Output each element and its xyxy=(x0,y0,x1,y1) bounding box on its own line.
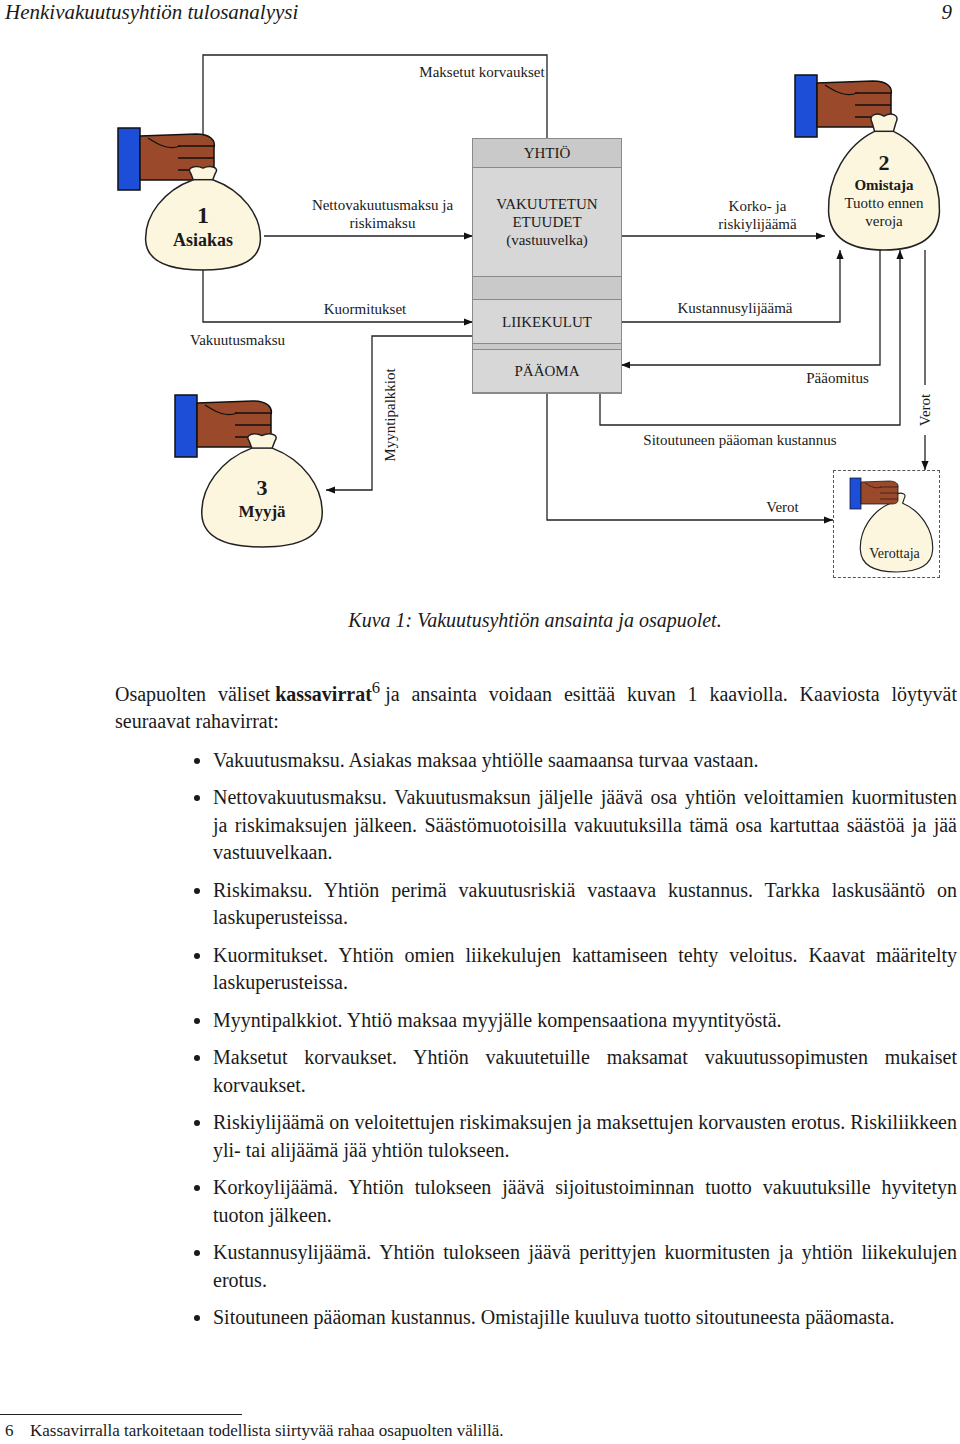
bag-tie xyxy=(193,179,213,181)
footnote-text: Kassavirralla tarkoitetaan todellista si… xyxy=(30,1420,503,1442)
bag-outline xyxy=(828,114,939,250)
bullet-item: Nettovakuutusmaksu. Vakuutusmaksun jälje… xyxy=(213,784,957,867)
edge-label: Sitoutuneen pääoman kustannus xyxy=(615,431,865,449)
node-text: Myyjä xyxy=(238,502,285,522)
node-text: Omistaja xyxy=(854,176,913,194)
running-header: Henkivakuutusyhtiön tulosanalyysi xyxy=(5,0,298,24)
expenses-box: LIIKEKULUT xyxy=(473,299,621,344)
figure-caption: Kuva 1: Vakuutusyhtiön ansainta ja osapu… xyxy=(110,607,960,633)
node-text: 2 xyxy=(879,150,890,176)
footnote-number: 6 xyxy=(5,1420,14,1442)
edge-label: Pääomitus xyxy=(800,369,875,387)
bullet-item: Riskimaksu. Yhtiön perimä vakuutusriskiä… xyxy=(213,877,957,932)
bullet-item: Sitoutuneen pääoman kustannus. Omistajil… xyxy=(213,1304,957,1332)
flow-label: Vakuutusmaksu xyxy=(190,331,285,349)
paragraph-text: kassavirrat xyxy=(275,683,372,705)
bullet-item: Riskiylijäämä on veloitettujen riskimaks… xyxy=(213,1109,957,1164)
bag-tie xyxy=(252,447,272,449)
bullet-item: Maksetut korvaukset. Yhtiön vakuutetuill… xyxy=(213,1044,957,1099)
edge-label: Verot xyxy=(755,498,810,516)
bullet-item: Kuormitukset. Yhtiön omien liikekulujen … xyxy=(213,942,957,997)
flow-connector xyxy=(600,250,900,425)
edge-label: Nettovakuutusmaksu ja riskimaksu xyxy=(300,196,465,232)
edge-label: Kustannusylijäämä xyxy=(660,299,810,317)
company-column: YHTIÖ VAKUUTETUN ETUUDET (vastuuvelka) LII… xyxy=(472,138,622,394)
tax-bag xyxy=(860,493,932,572)
flow-connector xyxy=(264,235,473,236)
bag-outline xyxy=(202,434,322,547)
node-text: VAKUUTETUN ETUUDET (vastuuvelka) xyxy=(481,195,613,249)
node-text: 1 xyxy=(197,201,209,230)
page-number: 9 xyxy=(930,0,952,24)
edge-label: Kuormitukset xyxy=(305,300,425,318)
node-text: Verottaja xyxy=(869,546,920,563)
paragraph: Osapuolten välisetkassavirrat6ja ansaint… xyxy=(115,674,957,736)
node-layer: 1Asiakas YHTIÖ VAKUUTETUN ETUUDET (vastuuv… xyxy=(0,0,960,600)
edge-label: Maksetut korvaukset xyxy=(382,63,582,81)
flow-connector xyxy=(621,235,825,236)
tax-hand xyxy=(850,478,898,509)
tax-collector-box: Verottaja xyxy=(833,470,940,578)
node-text: YHTIÖ xyxy=(524,144,571,162)
node-text: LIIKEKULUT xyxy=(502,313,592,331)
owner-bag: 2OmistajaTuotto ennen veroja xyxy=(825,112,943,250)
flow-connector xyxy=(621,250,840,322)
body-text: Osapuolten välisetkassavirrat6ja ansaint… xyxy=(115,674,957,1342)
node-text: PÄÄOMA xyxy=(514,362,579,380)
footnote-rule xyxy=(0,1414,242,1415)
edge-label: Myyntipalkkiot xyxy=(381,360,399,470)
seller-hand xyxy=(175,395,271,457)
bullet-item: Vakuutusmaksu. Asiakas maksaa yhtiölle s… xyxy=(213,747,957,775)
flow-connector xyxy=(924,250,925,470)
flow-connector xyxy=(203,270,473,322)
bag-outline xyxy=(146,167,261,270)
paragraph-text: Osapuolten väliset xyxy=(115,683,270,705)
flow-connector xyxy=(547,393,833,520)
bullet-item: Myyntipalkkiot. Yhtiö maksaa myyjälle ko… xyxy=(213,1007,957,1035)
flow-connector xyxy=(326,336,473,490)
flow-connector xyxy=(621,250,880,365)
node-text: Tuotto ennen veroja xyxy=(833,194,935,230)
seller-bag: 3Myyjä xyxy=(198,432,326,547)
bag-tie xyxy=(875,131,894,133)
node-text: Asiakas xyxy=(173,230,233,252)
edge-label: Verot xyxy=(916,385,934,435)
node-text: 3 xyxy=(257,475,268,501)
customer-bag: 1Asiakas xyxy=(142,165,264,270)
bullet-list: Vakuutusmaksu. Asiakas maksaa yhtiölle s… xyxy=(115,747,957,1332)
edge-label: Korko- ja riskiylijäämä xyxy=(700,197,815,233)
liability-box: VAKUUTETUN ETUUDET (vastuuvelka) xyxy=(473,167,621,277)
capital-box: PÄÄOMA xyxy=(473,349,621,393)
paragraph-text: 6 xyxy=(372,678,380,697)
bullet-item: Kustannusylijäämä. Yhtiön tulokseen jääv… xyxy=(213,1239,957,1294)
bullet-item: Korkoylijäämä. Yhtiön tulokseen jäävä si… xyxy=(213,1174,957,1229)
